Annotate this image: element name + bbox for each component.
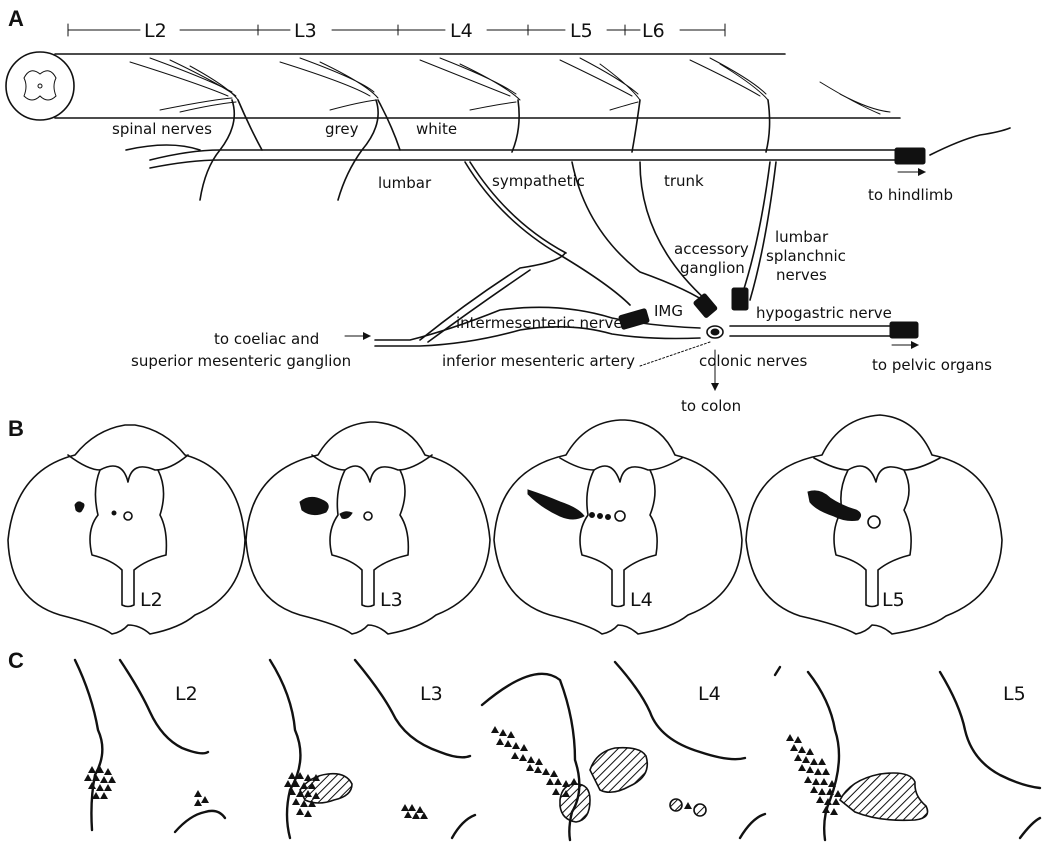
magnified-l3: L3	[270, 660, 475, 838]
label-lumbar: lumbar	[378, 174, 432, 192]
label-trunk: trunk	[664, 172, 704, 190]
ruler-l5: L5	[570, 20, 593, 42]
cord-section-l4: L4	[494, 420, 742, 634]
hatched-region-l4b	[560, 784, 590, 822]
hatched-region-l4a	[590, 748, 647, 793]
label-ganglion: ganglion	[680, 259, 745, 277]
section-label-l4: L4	[630, 589, 653, 611]
neuron-cluster-l3	[284, 772, 428, 819]
panel-letter-a: A	[8, 6, 24, 31]
spinal-cord	[6, 52, 900, 120]
magnified-l2: L2	[75, 660, 225, 832]
label-c-l2: L2	[175, 683, 198, 705]
label-hypogastric: hypogastric nerve	[756, 304, 892, 322]
hatched-region-l5	[840, 773, 928, 820]
label-nerves: nerves	[776, 266, 827, 284]
splanchnic-electrode	[732, 288, 748, 310]
label-white: white	[416, 120, 457, 138]
ruler-l6: L6	[642, 20, 665, 42]
label-colonic-nerves: colonic nerves	[699, 352, 807, 370]
pelvic-electrode	[890, 322, 918, 338]
panel-letter-b: B	[8, 416, 24, 441]
label-to-pelvic-organs: to pelvic organs	[872, 356, 992, 374]
panel-c: C L2 L3	[8, 648, 1040, 840]
magnified-l4: L4	[482, 662, 765, 840]
ruler-l3: L3	[294, 20, 317, 42]
section-label-l5: L5	[882, 589, 905, 611]
label-lumbar-2: lumbar	[775, 228, 829, 246]
segment-ruler: L2 L3 L4 L5 L6	[68, 20, 725, 42]
label-c-l3: L3	[420, 683, 443, 705]
label-to-coeliac-1: to coeliac and	[214, 330, 319, 348]
section-label-l2: L2	[140, 589, 163, 611]
panel-b: B L2 L3	[8, 415, 1002, 634]
label-to-colon: to colon	[681, 397, 741, 415]
label-to-coeliac-2: superior mesenteric ganglion	[131, 352, 351, 370]
intermesenteric-electrode	[619, 308, 650, 329]
label-c-l4: L4	[698, 683, 721, 705]
label-to-hindlimb: to hindlimb	[868, 186, 953, 204]
label-img: IMG	[654, 302, 683, 320]
ruler-l2: L2	[144, 20, 167, 42]
panel-a: A L2 L3 L4 L5 L6	[6, 6, 1010, 415]
label-accessory: accessory	[674, 240, 749, 258]
neuron-cluster-l5	[786, 734, 842, 815]
label-intermesenteric: intermesenteric nerve	[456, 314, 623, 332]
label-c-l5: L5	[1003, 683, 1026, 705]
cord-section-l3: L3	[246, 422, 490, 634]
magnified-l5: L5	[775, 667, 1040, 840]
neuron-cluster-l4	[491, 726, 578, 797]
cord-section-l5: L5	[746, 415, 1002, 634]
section-label-l3: L3	[380, 589, 403, 611]
label-splanchnic: splanchnic	[766, 247, 846, 265]
label-sympathetic: sympathetic	[492, 172, 585, 190]
label-grey: grey	[325, 120, 359, 138]
neuron-cluster-l2	[84, 766, 209, 806]
sympathetic-trunk	[150, 128, 1010, 172]
hindlimb-electrode	[895, 148, 925, 164]
panel-letter-c: C	[8, 648, 24, 673]
ruler-l4: L4	[450, 20, 473, 42]
label-spinal-nerves: spinal nerves	[112, 120, 212, 138]
label-inferior-mesenteric-artery: inferior mesenteric artery	[442, 352, 635, 370]
cord-section-l2: L2	[8, 425, 245, 634]
